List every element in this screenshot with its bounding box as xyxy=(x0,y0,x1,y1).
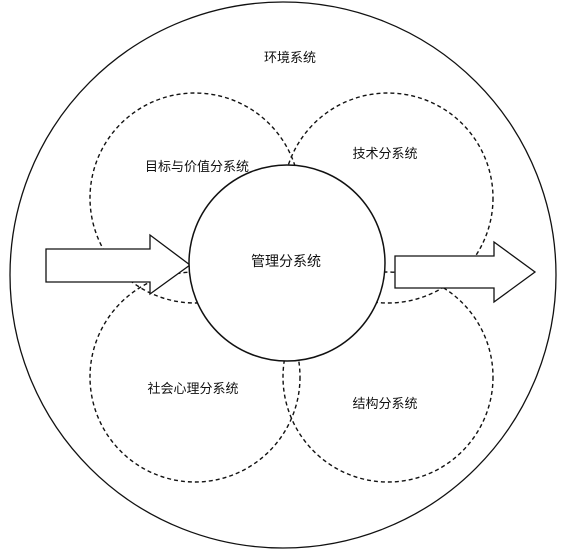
management-circle xyxy=(188,164,386,362)
goals-values-label: 目标与价值分系统 xyxy=(145,159,249,175)
management-label: 管理分系统 xyxy=(251,254,321,270)
psychosocial-label: 社会心理分系统 xyxy=(147,381,238,397)
output-arrow xyxy=(394,240,537,304)
structure-circle xyxy=(282,271,494,483)
input-arrow xyxy=(45,233,192,296)
technology-label: 技术分系统 xyxy=(352,147,417,162)
environment-label: 环境系统 xyxy=(264,51,316,66)
structure-label: 结构分系统 xyxy=(352,397,417,412)
psychosocial-circle xyxy=(89,271,301,483)
environment-circle xyxy=(9,1,557,549)
